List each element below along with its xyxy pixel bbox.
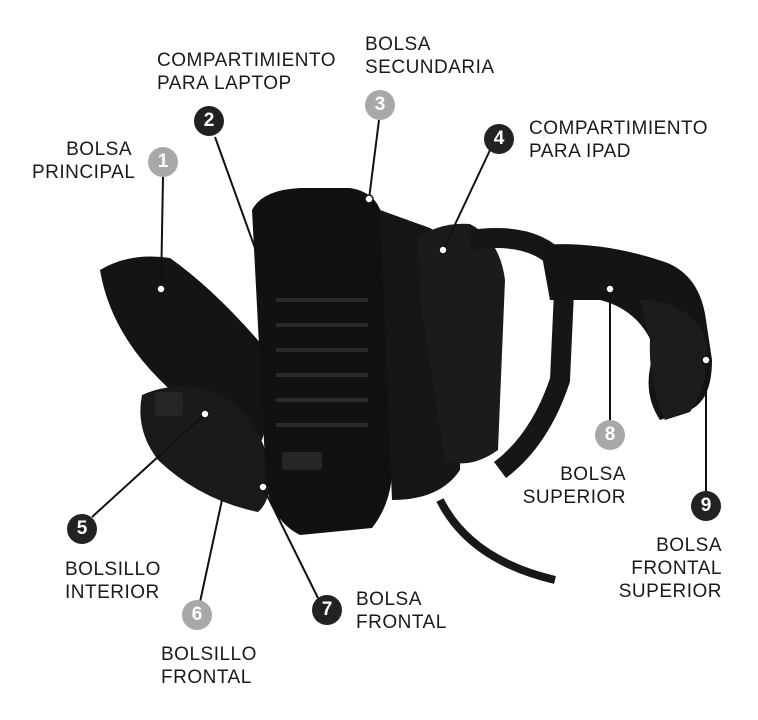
pointer-dots bbox=[156, 194, 711, 492]
callout-badge-8: 8 bbox=[595, 420, 625, 450]
callout-label-line: PRINCIPAL bbox=[32, 162, 136, 183]
buckle bbox=[155, 392, 183, 416]
molle-webbing bbox=[276, 298, 368, 427]
interior-pocket bbox=[140, 386, 271, 512]
callout-label-9: BOLSA FRONTAL SUPERIOR bbox=[610, 534, 722, 603]
callout-label-line: SECUNDARIA bbox=[365, 57, 495, 78]
callout-label-3: BOLSA SECUNDARIA bbox=[365, 33, 495, 79]
callout-label-line: COMPARTIMIENTO bbox=[529, 118, 709, 139]
callout-label-8: BOLSA SUPERIOR bbox=[520, 463, 626, 509]
buckle bbox=[282, 452, 322, 470]
callout-badge-5: 5 bbox=[67, 514, 97, 544]
callout-label-2: COMPARTIMIENTO PARA LAPTOP bbox=[157, 49, 336, 95]
callout-label-line: SUPERIOR bbox=[522, 487, 626, 508]
callout-label-line: BOLSA bbox=[66, 139, 132, 160]
callout-badge-1: 1 bbox=[148, 147, 178, 177]
callout-badge-9: 9 bbox=[691, 491, 721, 521]
callout-badge-3: 3 bbox=[365, 90, 395, 120]
callout-badge-2: 2 bbox=[194, 106, 224, 136]
callout-label-line: BOLSILLO bbox=[161, 644, 257, 665]
callout-badge-6: 6 bbox=[182, 600, 212, 630]
main-pocket-flap bbox=[100, 256, 269, 440]
top-front-pocket bbox=[640, 300, 708, 420]
callout-label-line: FRONTAL bbox=[356, 612, 447, 633]
callout-label-line: PARA LAPTOP bbox=[157, 73, 292, 94]
callout-label-line: BOLSA bbox=[656, 535, 722, 556]
callout-badge-4: 4 bbox=[484, 124, 514, 154]
hanging-strap bbox=[436, 498, 556, 584]
ipad-panel bbox=[418, 223, 505, 464]
callout-label-line: BOLSA bbox=[560, 464, 626, 485]
callout-label-line: FRONTAL bbox=[631, 558, 722, 579]
shoulder-strap bbox=[468, 228, 576, 478]
callout-label-4: COMPARTIMIENTO PARA IPAD bbox=[529, 117, 708, 163]
leader-lines bbox=[91, 119, 707, 603]
callout-label-6: BOLSILLO FRONTAL bbox=[161, 643, 257, 689]
callout-label-line: INTERIOR bbox=[65, 582, 160, 603]
backpack-body bbox=[252, 188, 393, 535]
callout-label-line: BOLSA bbox=[365, 34, 431, 55]
callout-label-line: FRONTAL bbox=[161, 667, 252, 688]
callout-label-1: BOLSA PRINCIPAL bbox=[32, 138, 136, 184]
callout-label-line: BOLSILLO bbox=[65, 559, 161, 580]
callout-label-5: BOLSILLO INTERIOR bbox=[65, 558, 161, 604]
callout-label-line: BOLSA bbox=[356, 589, 422, 610]
callout-label-line: PARA IPAD bbox=[529, 141, 631, 162]
callout-label-line: COMPARTIMIENTO bbox=[157, 50, 337, 71]
callout-label-7: BOLSA FRONTAL bbox=[356, 588, 447, 634]
callout-label-line: SUPERIOR bbox=[618, 581, 722, 602]
callout-badge-7: 7 bbox=[312, 595, 342, 625]
